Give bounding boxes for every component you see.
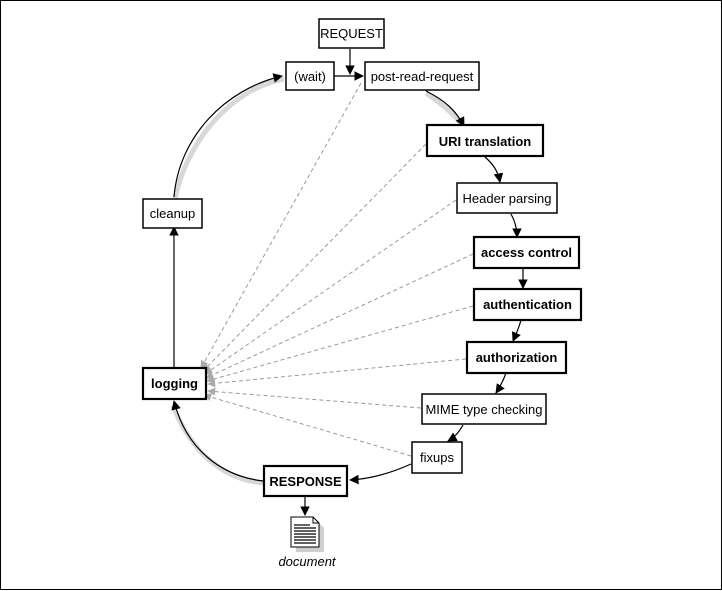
- arrow-post-to-uri: [425, 90, 465, 127]
- node-uri-translation: URI translation: [425, 123, 545, 158]
- dashed-arrow-authentication: [206, 305, 474, 383]
- arrow-header-to-access: [510, 213, 522, 238]
- node-request-label: REQUEST: [320, 26, 383, 41]
- node-authorization-label: authorization: [476, 350, 558, 365]
- node-request: REQUEST: [318, 18, 385, 49]
- node-wait-label: (wait): [294, 69, 326, 84]
- dashed-arrow-mime: [207, 387, 422, 409]
- arrow-mime-to-fixups: [447, 424, 464, 442]
- arrow-cleanup-to-wait: [173, 73, 283, 198]
- arrow-authentication-to-authorization: [511, 319, 522, 342]
- node-mime-type-checking-label: MIME type checking: [425, 402, 542, 417]
- node-mime-type-checking: MIME type checking: [421, 393, 547, 425]
- node-uri-translation-label: URI translation: [439, 134, 532, 149]
- dashed-arrow-uri: [202, 143, 427, 372]
- solid-arrows: [169, 49, 528, 516]
- node-authentication-label: authentication: [483, 297, 572, 312]
- node-cleanup: cleanup: [142, 198, 203, 229]
- document-icon: [290, 516, 324, 552]
- node-access-control-label: access control: [481, 245, 572, 260]
- dashed-arrow-header: [204, 199, 457, 375]
- cycle-shadow: [170, 76, 465, 486]
- node-logging-label: logging: [151, 376, 198, 391]
- node-wait: (wait): [285, 61, 335, 91]
- node-access-control: access control: [472, 235, 581, 270]
- node-authentication: authentication: [472, 287, 583, 322]
- node-cleanup-label: cleanup: [150, 206, 196, 221]
- dashed-arrow-authorization: [207, 358, 467, 388]
- node-fixups-label: fixups: [420, 450, 454, 465]
- node-authorization: authorization: [465, 340, 568, 375]
- node-response-label: RESPONSE: [269, 474, 342, 489]
- dashed-arrow-post-read: [200, 82, 362, 369]
- arrow-response-to-logging: [171, 400, 264, 482]
- arrow-uri-to-header: [484, 156, 504, 183]
- node-response: RESPONSE: [262, 464, 349, 498]
- node-post-read-request: post-read-request: [364, 61, 480, 91]
- dashed-arrow-fixups: [203, 393, 412, 457]
- dashed-arrow-access: [205, 253, 474, 379]
- node-logging: logging: [141, 366, 208, 401]
- dashed-arrows: [200, 82, 474, 457]
- arrow-authorization-to-mime: [495, 372, 507, 394]
- node-header-parsing-label: Header parsing: [463, 191, 552, 206]
- node-post-read-request-label: post-read-request: [371, 69, 474, 84]
- node-header-parsing: Header parsing: [456, 182, 558, 214]
- arrow-fixups-to-response: [349, 463, 412, 485]
- document-label: document: [278, 554, 336, 569]
- node-fixups: fixups: [411, 441, 463, 474]
